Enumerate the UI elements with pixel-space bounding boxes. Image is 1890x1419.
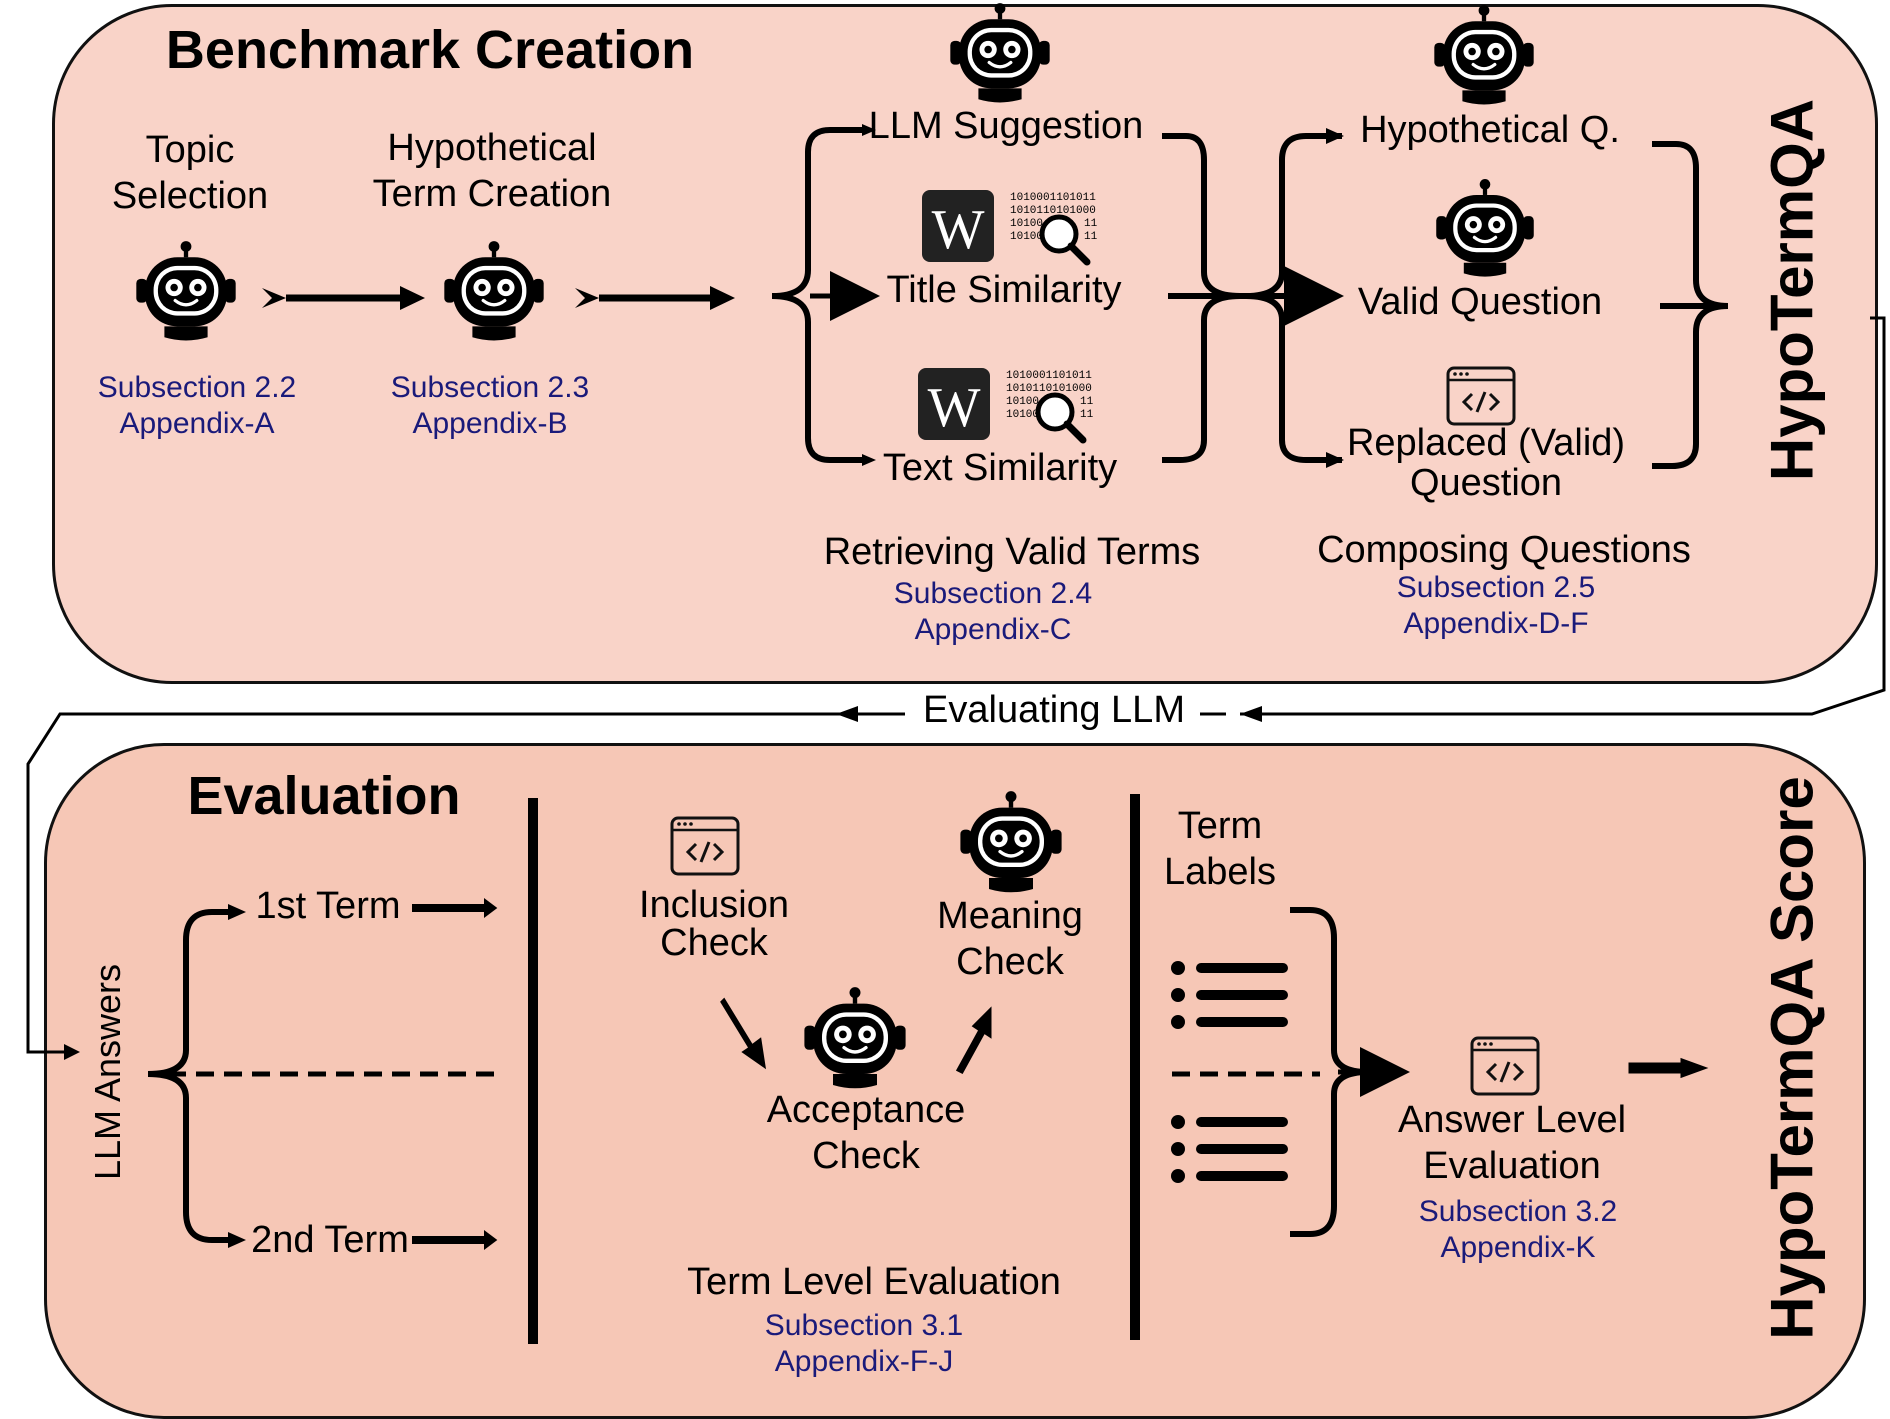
arrow-icon [575,286,735,310]
evaluating-llm-label: Evaluating LLM [923,689,1185,731]
benchmark-title: Benchmark Creation [165,20,695,80]
replaced-question-label: Replaced (Valid)Question [1346,422,1626,504]
robot-icon [800,986,910,1096]
hypotermqa-score-label: HypoTermQA Score [1758,776,1826,1340]
robot-icon [132,240,240,348]
llm-suggestion-label: LLM Suggestion [868,105,1144,147]
hypothetical-question-label: Hypothetical Q. [1360,109,1620,151]
valid-question-label: Valid Question [1357,281,1603,323]
wikipedia-icon [922,186,1102,266]
second-term-label: 2nd Term [251,1219,409,1261]
code-window-icon [1470,1036,1540,1096]
first-term-label: 1st Term [255,885,401,927]
title-similarity-label: Title Similarity [886,269,1122,311]
list-icon [1170,1114,1290,1184]
evaluation-panel [44,743,1866,1419]
wikipedia-icon [918,364,1098,444]
robot-icon [956,790,1066,900]
composing-questions-caption: Composing Questions [1317,529,1691,571]
evaluation-title: Evaluation [187,766,461,826]
term-level-evaluation-caption: Term Level Evaluation [687,1261,1061,1303]
list-icon [1170,960,1290,1030]
robot-icon [1432,178,1538,284]
robot-icon [946,2,1054,110]
retrieving-valid-terms-caption: Retrieving Valid Terms [823,531,1201,573]
hypotermqa-label: HypoTermQA [1758,98,1826,482]
benchmark-creation-panel [52,4,1878,684]
robot-icon [440,240,548,348]
robot-icon [1430,4,1538,112]
llm-answers-label: LLM Answers [87,963,128,1181]
code-window-icon [1446,366,1516,426]
arrow-icon [262,286,425,310]
code-window-icon [670,816,740,876]
text-similarity-label: Text Similarity [882,447,1118,489]
